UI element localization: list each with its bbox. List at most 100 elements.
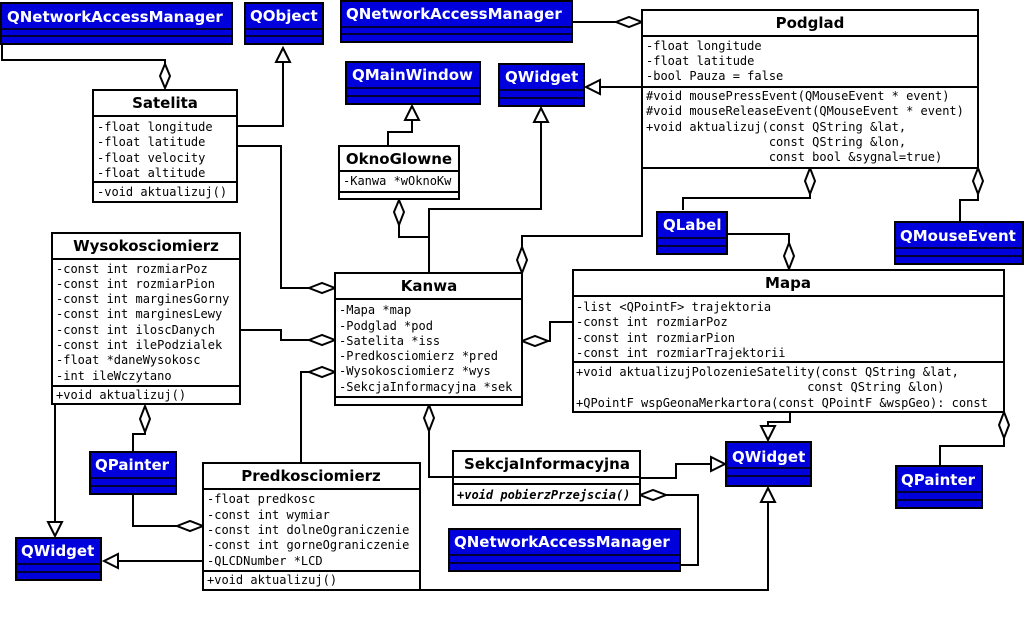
class-name: Kanwa xyxy=(401,277,457,295)
class-box-mapa: Mapa -list <QPointF> trajektoria -const … xyxy=(572,269,1005,413)
class-name: Wysokosciomierz xyxy=(73,237,219,255)
qt-class-name: QWidget xyxy=(505,68,578,86)
qt-box-qmouseevent: QMouseEvent xyxy=(894,221,1024,265)
aggregation-diamond xyxy=(138,403,152,435)
method: +QPointF wspGeonaMerkartora(const QPoint… xyxy=(576,396,988,410)
attribute: -float predkosc xyxy=(207,492,315,506)
connector-pred-qwidget xyxy=(420,502,769,591)
aggregation-diamond xyxy=(306,365,338,379)
qt-box-qwidget3: QWidget xyxy=(15,537,102,581)
connector-pred-kanwa xyxy=(300,371,309,463)
connector-sekcja-kanwa xyxy=(428,431,453,478)
attribute: -Wysokosciomierz *wys xyxy=(339,364,491,378)
qt-box-qnam2: QNetworkAccessManager xyxy=(340,0,573,43)
inheritance-triangle xyxy=(101,552,119,570)
inheritance-triangle xyxy=(759,485,777,503)
qt-box-qwidget1: QWidget xyxy=(498,63,585,107)
qt-class-name: QWidget xyxy=(732,448,805,466)
attribute: -float longitude xyxy=(97,120,213,134)
class-box-satelita: Satelita -float longitude -float latitud… xyxy=(92,89,238,203)
connectors xyxy=(1,15,1011,591)
attribute: -SekcjaInformacyjna *sek xyxy=(339,380,513,394)
qt-box-qlabel: QLabel xyxy=(656,211,728,255)
aggregation-diamond xyxy=(782,240,796,272)
class-name: OknoGlowne xyxy=(346,150,452,168)
attribute: -float latitude xyxy=(97,135,205,149)
aggregation-diamond xyxy=(971,165,985,197)
qt-class-name: QWidget xyxy=(21,542,94,560)
attribute: -int ileWczytano xyxy=(56,369,172,383)
aggregation-diamond xyxy=(997,409,1011,441)
class-box-wysokosciomierz: Wysokosciomierz -const int rozmiarPoz -c… xyxy=(51,232,241,405)
attribute: -Mapa *map xyxy=(339,303,411,317)
connector-qpainter-wys xyxy=(132,432,146,452)
connector-mapa-qwidget xyxy=(767,412,791,426)
attribute: -const int gorneOgraniczenie xyxy=(207,538,409,552)
connector-wys-kanwa xyxy=(240,329,309,341)
qt-box-qnam3: QNetworkAccessManager xyxy=(448,528,681,572)
connector-kanwa-okno xyxy=(398,225,430,273)
attribute: -const int rozmiarTrajektorii xyxy=(576,346,786,360)
connector-sekcja-qwidget xyxy=(640,463,711,479)
method: +void aktualizuj() xyxy=(56,388,186,402)
inheritance-triangle xyxy=(274,45,292,63)
qt-box-qobject: QObject xyxy=(244,2,324,45)
attribute: -Podglad *pod xyxy=(339,319,433,333)
method: const QString &lon, xyxy=(646,135,906,149)
connector-qlabel-podglad xyxy=(682,194,811,210)
attribute: -const int marginesLewy xyxy=(56,307,222,321)
class-name: SekcjaInformacyjna xyxy=(464,455,630,473)
qt-class-name: QNetworkAccessManager xyxy=(346,5,562,23)
class-name: Predkosciomierz xyxy=(241,467,381,485)
attribute: -QLCDNumber *LCD xyxy=(207,554,323,568)
aggregation-diamond xyxy=(174,519,206,533)
aggregation-diamond xyxy=(613,15,645,29)
attribute: -const int rozmiarPion xyxy=(576,331,735,345)
attribute: -float latitude xyxy=(646,54,754,68)
method: +void pobierzPrzejscia() xyxy=(457,488,630,502)
method: +void aktualizujPolozenieSatelity(const … xyxy=(576,365,959,379)
attribute: -float *daneWysokosc xyxy=(56,353,201,367)
attribute: -const int ilePodzialek xyxy=(56,338,223,352)
attribute: -const int rozmiarPion xyxy=(56,277,215,291)
method: -void aktualizuj() xyxy=(97,185,227,199)
class-box-kanwa: Kanwa -Mapa *map -Podglad *pod -Satelita… xyxy=(334,272,523,406)
aggregation-diamond xyxy=(803,165,817,197)
attribute: -const int rozmiarPoz xyxy=(576,315,728,329)
qt-class-name: QNetworkAccessManager xyxy=(454,533,670,551)
attribute: -const int rozmiarPoz xyxy=(56,262,208,276)
attribute: -const int marginesGorny xyxy=(56,292,229,306)
connector-satelita-qobject xyxy=(237,62,284,127)
attribute: -list <QPointF> trajektoria xyxy=(576,300,771,314)
inheritance-triangle xyxy=(583,78,601,96)
aggregation-diamond xyxy=(392,197,406,228)
inheritance-triangle xyxy=(46,521,64,539)
qt-box-qmainwindow: QMainWindow xyxy=(345,61,481,105)
connector-qlabel-mapa xyxy=(727,233,790,243)
qt-box-qwidget2: QWidget xyxy=(725,441,812,487)
qt-class-name: QPainter xyxy=(901,471,976,489)
connector-podglad-kanwa xyxy=(521,122,643,247)
connector-qnam1-satelita xyxy=(1,44,166,64)
class-name: Mapa xyxy=(765,274,811,292)
attribute: -const int iloscDanych xyxy=(56,323,215,337)
aggregation-diamond xyxy=(306,333,338,347)
aggregation-diamond xyxy=(519,334,551,348)
connector-qnam3-sekcja xyxy=(666,494,699,566)
qt-box-qpainter1: QPainter xyxy=(89,451,177,495)
inheritance-triangle xyxy=(403,103,421,121)
aggregation-diamond xyxy=(422,402,436,434)
method: +void aktualizuj(const QString &lat, xyxy=(646,120,906,134)
connector-qpainter-mapa xyxy=(939,438,1005,466)
aggregation-diamond xyxy=(515,244,529,276)
qt-class-name: QMainWindow xyxy=(352,66,473,84)
attribute: -bool Pauza = false xyxy=(646,69,783,83)
class-box-oknoglowne: OknoGlowne -Kanwa *wOknoKw xyxy=(338,145,460,200)
attribute: -const int dolneOgraniczenie xyxy=(207,523,409,537)
connector-qpainter-pred xyxy=(132,494,177,527)
class-box-predkosciomierz: Predkosciomierz -float predkosc -const i… xyxy=(202,462,421,591)
class-box-sekcja: SekcjaInformacyjna +void pobierzPrzejsci… xyxy=(452,450,641,506)
connector-qmouse-podglad xyxy=(959,194,979,222)
attribute: -const int wymiar xyxy=(207,508,330,522)
